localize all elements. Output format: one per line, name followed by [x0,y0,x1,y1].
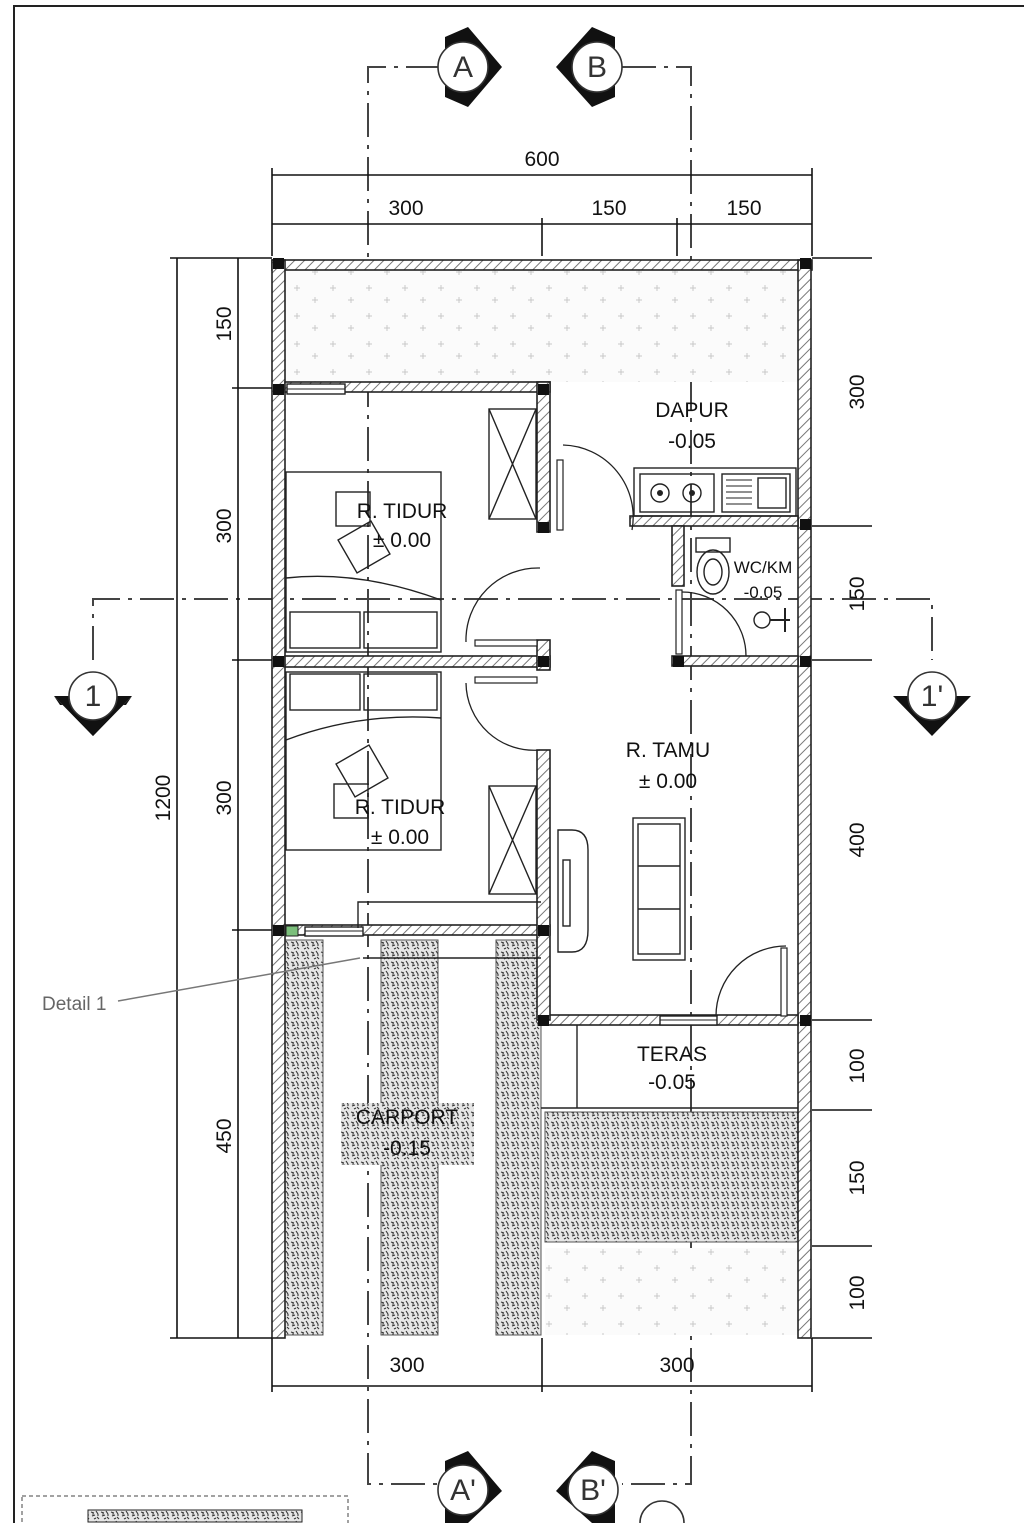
grid-label-b-bottom: B' [580,1474,606,1507]
garden-bottom [545,1248,798,1335]
room-dapur-level: -0.05 [668,430,716,453]
dim-left-total: 1200 [152,775,175,822]
detail-callout: Detail 1 [42,957,361,1015]
room-labels: DAPUR -0.05 R. TIDUR ± 0.00 WC/KM -0.05 … [355,399,793,1160]
gravel-strip-1 [284,939,324,1336]
grid-label-b-top: B [587,51,607,84]
gravel-front-yard [544,1111,799,1243]
room-bedroom-2-name: R. TIDUR [355,796,446,819]
dim-bottom-seg-1: 300 [389,1354,424,1377]
section-marker-b-top: B [556,27,623,107]
doors [465,444,788,1017]
dim-right-seg-6: 100 [846,1275,869,1310]
dim-bottom-seg-2: 300 [659,1354,694,1377]
dim-right-seg-4: 100 [846,1048,869,1083]
room-dapur-name: DAPUR [655,399,729,422]
furniture [285,408,798,1109]
grid-label-1-right: 1' [921,680,943,713]
gravel-carport-label-bg [341,1103,474,1165]
windows [285,383,718,1026]
room-bedroom-1-level: ± 0.00 [373,529,431,552]
room-bedroom-1-name: R. TIDUR [357,500,448,523]
grid-axes [92,66,933,1485]
room-wc-level: -0.05 [744,583,783,602]
dim-top-seg-1: 300 [388,197,423,220]
detail-label: Detail 1 [42,994,106,1015]
title-block-partial [21,1495,685,1523]
room-living-name: R. TAMU [626,739,710,762]
gravel-strip-3 [495,939,542,1336]
section-marker-a-top: A [437,27,502,107]
dim-right-seg-1: 300 [846,374,869,409]
room-carport-name: CARPORT [356,1106,458,1129]
section-marker-1-right: 1' [893,671,971,736]
dim-top-total: 600 [524,148,559,171]
room-bedroom-2-level: ± 0.00 [371,826,429,849]
section-marker-a-bottom: A' [437,1451,502,1523]
dim-left-seg-3: 300 [213,780,236,815]
room-terrace-level: -0.05 [648,1071,696,1094]
dimension-lines [170,168,872,1392]
garden-top [285,270,798,382]
section-marker-b-bottom: B' [556,1451,619,1523]
dimension-labels: 600 300 150 150 1200 150 300 300 450 300… [152,148,869,1377]
walls [271,259,813,1339]
room-wc-name: WC/KM [734,558,793,577]
dim-right-seg-3: 400 [846,822,869,857]
room-living-level: ± 0.00 [639,770,697,793]
dim-left-seg-2: 300 [213,508,236,543]
sheet-frame [13,5,1024,1523]
grid-label-1-left: 1 [85,680,102,713]
room-terrace-name: TERAS [637,1043,707,1066]
dim-left-seg-4: 450 [213,1118,236,1153]
dim-top-seg-3: 150 [726,197,761,220]
grid-label-a-top: A [453,51,473,84]
dim-top-seg-2: 150 [591,197,626,220]
dim-left-seg-1: 150 [213,306,236,341]
room-carport-level: -0.15 [383,1137,431,1160]
dim-right-seg-5: 150 [846,1160,869,1195]
grid-label-a-bottom: A' [450,1474,476,1507]
dim-right-seg-2: 150 [846,576,869,611]
section-marker-1-left: 1 [54,671,132,736]
structural-columns [273,258,811,1026]
